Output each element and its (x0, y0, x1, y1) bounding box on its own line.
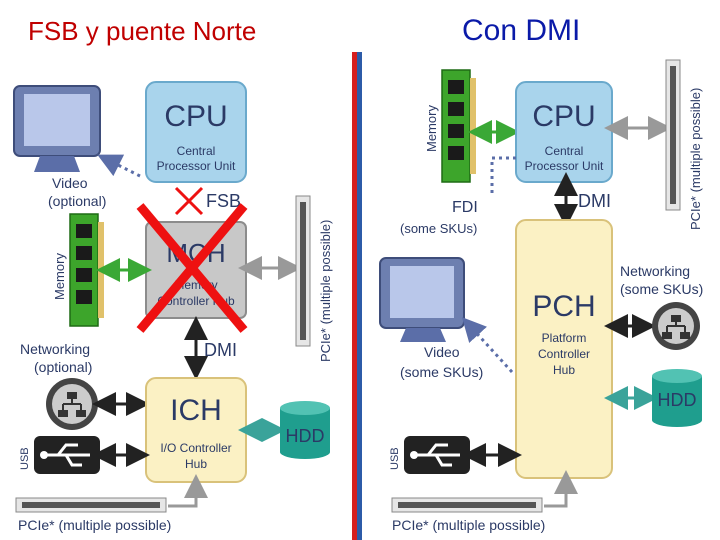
left-pcie-bottom-label: PCIe* (multiple possible) (18, 517, 171, 533)
right-hdd-icon (652, 369, 702, 427)
right-hdd-label: HDD (658, 390, 697, 410)
right-cpu-title: CPU (532, 100, 595, 133)
left-video-label: Video (52, 175, 88, 191)
fsb-cross-b (174, 186, 204, 216)
divider-red (352, 52, 357, 540)
right-pch-sub3: Hub (553, 363, 575, 377)
right-pcie-bottom-link (544, 470, 578, 508)
left-usb-label: USB (19, 447, 31, 470)
left-pcie-bottom-slot (15, 497, 167, 513)
right-fdi-label: FDI (452, 199, 478, 216)
left-hdd-label: HDD (286, 426, 325, 446)
mch-cross-b (136, 203, 248, 333)
left-cpu-box (145, 81, 247, 183)
right-cpu-sub1: Central (545, 144, 584, 158)
left-pcie-side-label: PCIe* (multiple possible) (318, 220, 333, 362)
right-pcie-bottom-slot (391, 497, 543, 513)
left-networking-sublabel: (optional) (34, 359, 92, 375)
right-memory-module (441, 69, 476, 183)
left-network-icon (46, 378, 98, 430)
left-cpu-sub1: Central (177, 144, 216, 158)
right-fdi-sublabel: (some SKUs) (400, 221, 477, 236)
left-cpu-title: CPU (164, 100, 227, 133)
right-video-sublabel: (some SKUs) (400, 364, 483, 380)
right-header: Con DMI (462, 14, 581, 47)
left-ich-sub2: Hub (185, 457, 207, 471)
right-memory-label: Memory (424, 105, 439, 152)
left-usb-icon (34, 436, 100, 474)
right-pch-title: PCH (532, 290, 595, 323)
right-pch-sub1: Platform (542, 331, 587, 345)
left-header: FSB y puente Norte (28, 16, 257, 46)
right-cpu-sub2: Processor Unit (525, 159, 604, 173)
left-cpu-sub2: Processor Unit (157, 159, 236, 173)
left-dmi-label: DMI (204, 340, 237, 360)
right-pcie-side-label: PCIe* (multiple possible) (688, 88, 703, 230)
right-dmi-label: DMI (578, 191, 611, 211)
left-networking-label: Networking (20, 341, 90, 357)
right-monitor-icon (379, 257, 465, 342)
left-memory-label: Memory (52, 253, 67, 300)
left-hdd-icon (280, 401, 330, 459)
left-memory-module (69, 213, 104, 327)
left-video-link (97, 154, 141, 178)
left-pcie-bottom-link (168, 474, 208, 508)
right-pch-sub2: Controller (538, 347, 590, 361)
left-ich-sub1: I/O Controller (160, 441, 231, 455)
right-usb-label: USB (389, 447, 401, 470)
right-networking-label: Networking (620, 263, 690, 279)
left-video-sublabel: (optional) (48, 193, 106, 209)
right-fdi-link (490, 156, 516, 196)
right-usb-icon (404, 436, 470, 474)
divider-blue (357, 52, 362, 540)
left-fsb-label: FSB (206, 191, 241, 211)
right-video-link (461, 317, 514, 374)
right-network-icon (652, 302, 700, 350)
right-pcie-bottom-label: PCIe* (multiple possible) (392, 517, 545, 533)
right-networking-sublabel: (some SKUs) (620, 281, 703, 297)
left-ich-title: ICH (170, 394, 222, 427)
right-video-label: Video (424, 344, 460, 360)
monitor-icon (13, 85, 101, 172)
right-pcie-slot (665, 59, 681, 211)
left-pcie-slot (295, 195, 311, 347)
